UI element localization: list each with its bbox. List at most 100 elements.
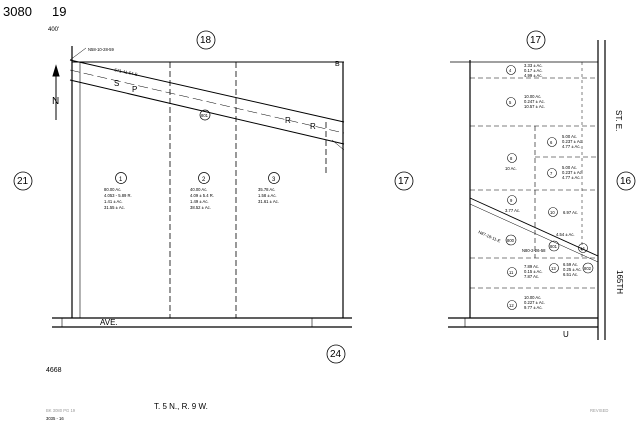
- right-block: [448, 40, 606, 340]
- avenue-suffix: U: [563, 330, 569, 339]
- parcel-9: 9 3.77 Ac.: [505, 195, 520, 213]
- adjacent-page-right[interactable]: 16: [616, 171, 636, 191]
- bearing-left: S71-41-54-E: [114, 67, 138, 77]
- svg-text:800: 800: [507, 238, 515, 243]
- svg-text:802: 802: [584, 266, 592, 271]
- parcel-mark-right-3: 802: [582, 262, 594, 274]
- svg-text:7.87 Ac.: 7.87 Ac.: [524, 274, 539, 279]
- svg-text:1: 1: [119, 177, 123, 183]
- svg-text:4.09 ± 5.4 R.: 4.09 ± 5.4 R.: [190, 193, 214, 198]
- parcel-3: 3 35.78 Ac. 1.58 ± Ac. 31.61 ± Ac.: [258, 172, 280, 204]
- svg-text:1.58 ± Ac.: 1.58 ± Ac.: [258, 193, 277, 198]
- svg-text:4.54 ± Ac.: 4.54 ± Ac.: [556, 232, 575, 237]
- parcel-10: 10 6.97 Ac.: [548, 207, 578, 217]
- svg-text:10.57 ± Ac.: 10.57 ± Ac.: [524, 104, 545, 109]
- svg-text:17: 17: [398, 176, 410, 187]
- svg-text:5.00 Ac.: 5.00 Ac.: [562, 165, 577, 170]
- rail-letter-s: S: [114, 79, 119, 88]
- svg-text:21: 21: [17, 176, 29, 187]
- svg-text:35.78 Ac.: 35.78 Ac.: [258, 187, 275, 192]
- svg-text:7.89 Ac.: 7.89 Ac.: [524, 264, 539, 269]
- svg-text:2: 2: [202, 177, 206, 183]
- svg-text:4.053 - 5.89 R.: 4.053 - 5.89 R.: [104, 193, 132, 198]
- svg-text:8: 8: [510, 156, 513, 161]
- bottom-faint-note: BK 3080 PG 19: [46, 408, 76, 413]
- bottom-left-code: 4668: [46, 367, 62, 374]
- bearing-top: N58-10-28-59: [88, 47, 115, 52]
- svg-text:0.237 ± Ac.: 0.237 ± Ac.: [562, 139, 583, 144]
- svg-text:0.15 ± Ac.: 0.15 ± Ac.: [524, 269, 543, 274]
- street-165th: 165TH: [615, 270, 624, 294]
- rail-letter-p: P: [132, 85, 137, 94]
- svg-text:10.00 Ac.: 10.00 Ac.: [524, 94, 541, 99]
- svg-text:5: 5: [509, 100, 512, 105]
- adjacent-page-top-left[interactable]: 18: [196, 30, 216, 50]
- svg-text:4.77 ± Ac.: 4.77 ± Ac.: [562, 144, 581, 149]
- parcel-13: 13 6.59 Ac. 0.25 ± Ac. 6.51 Ac.: [549, 262, 582, 277]
- parcel-7: 7 5.00 Ac. 0.237 ± Ac. 4.77 ± Ac.: [547, 165, 583, 180]
- svg-text:801: 801: [201, 113, 209, 118]
- corner-b: B: [335, 61, 340, 68]
- parcel-4: 4 3.33 ± Ac. 0.17 ± Ac. 4.99 ± Ac.: [506, 63, 543, 78]
- parcel-11: 11 7.89 Ac. 0.15 ± Ac. 7.87 Ac.: [507, 264, 543, 279]
- township-label: T. 5 N., R. 9 W.: [154, 402, 208, 411]
- parcel-mark-left: 801: [199, 109, 211, 121]
- svg-text:12: 12: [509, 303, 514, 308]
- svg-text:0.17 ± Ac.: 0.17 ± Ac.: [524, 68, 543, 73]
- svg-text:17: 17: [530, 35, 542, 46]
- svg-text:4.77 ± Ac.: 4.77 ± Ac.: [562, 175, 581, 180]
- rail-letter-r1: R: [285, 116, 291, 125]
- svg-text:14: 14: [580, 246, 585, 251]
- adjacent-page-left[interactable]: 21: [13, 171, 33, 191]
- street-st-e: ST. E.: [614, 110, 623, 131]
- svg-text:3: 3: [272, 177, 276, 183]
- svg-text:18: 18: [200, 35, 212, 46]
- parcel-1: 1 80.00 Ac. 4.053 - 5.89 R. 1.41 ± Ac. 3…: [104, 172, 132, 210]
- svg-text:1.41 ± Ac.: 1.41 ± Ac.: [104, 199, 123, 204]
- svg-text:40.00 Ac.: 40.00 Ac.: [190, 187, 207, 192]
- svg-text:0.237 ± Ac.: 0.237 ± Ac.: [562, 170, 583, 175]
- bearing-right-2: N80-2-26-58: [522, 248, 546, 253]
- north-label: N: [52, 96, 59, 107]
- page-number: 3080: [3, 4, 32, 19]
- bottom-right-faint: REVISED: [590, 408, 608, 413]
- svg-text:9.77 ± Ac.: 9.77 ± Ac.: [524, 305, 543, 310]
- parcel-mark-right-1: 800: [505, 234, 517, 246]
- svg-text:9: 9: [510, 198, 513, 203]
- adjacent-page-middle[interactable]: 17: [394, 171, 414, 191]
- svg-text:13: 13: [551, 266, 556, 271]
- svg-text:4: 4: [509, 68, 512, 73]
- left-block: [52, 46, 352, 328]
- rail-letters: S P R R: [114, 79, 316, 131]
- svg-text:5.00 Ac.: 5.00 Ac.: [562, 134, 577, 139]
- svg-text:801: 801: [550, 244, 558, 249]
- svg-text:3.77 Ac.: 3.77 Ac.: [505, 208, 520, 213]
- parcel-5: 5 10.00 Ac. 0.247 ± Ac. 10.57 ± Ac.: [506, 94, 545, 109]
- svg-text:31.55 ± Ac.: 31.55 ± Ac.: [104, 205, 125, 210]
- svg-text:7: 7: [550, 171, 553, 176]
- bottom-note: 3035 - 16: [46, 416, 64, 421]
- svg-text:10 Ac.: 10 Ac.: [505, 166, 517, 171]
- sheet-number: 19: [52, 4, 66, 19]
- svg-text:6.51 Ac.: 6.51 Ac.: [563, 272, 578, 277]
- parcel-6: 6 5.00 Ac. 0.237 ± Ac. 4.77 ± Ac.: [547, 134, 583, 149]
- svg-text:0.25 ± Ac.: 0.25 ± Ac.: [563, 267, 582, 272]
- svg-text:3.33 ± Ac.: 3.33 ± Ac.: [524, 63, 543, 68]
- svg-text:6: 6: [550, 140, 553, 145]
- adjacent-page-bottom[interactable]: 24: [326, 344, 346, 364]
- svg-text:0.247 ± Ac.: 0.247 ± Ac.: [524, 99, 545, 104]
- svg-text:1.49 ± Ac.: 1.49 ± Ac.: [190, 199, 209, 204]
- svg-text:4.99 ± Ac.: 4.99 ± Ac.: [524, 73, 543, 78]
- adjacent-page-top-right[interactable]: 17: [526, 30, 546, 50]
- rail-letter-r2: R: [310, 122, 316, 131]
- parcel-2: 2 40.00 Ac. 4.09 ± 5.4 R. 1.49 ± Ac. 38.…: [190, 172, 214, 210]
- parcel-mark-right-2: 801: [548, 240, 560, 252]
- svg-text:31.61 ± Ac.: 31.61 ± Ac.: [258, 199, 279, 204]
- parcel-12: 12 10.00 Ac. 0.227 ± Ac. 9.77 ± Ac.: [507, 295, 545, 310]
- north-arrow-icon: [52, 64, 60, 120]
- svg-text:6.97 Ac.: 6.97 Ac.: [563, 210, 578, 215]
- avenue-label: AVE.: [100, 318, 118, 327]
- svg-text:80.00 Ac.: 80.00 Ac.: [104, 187, 121, 192]
